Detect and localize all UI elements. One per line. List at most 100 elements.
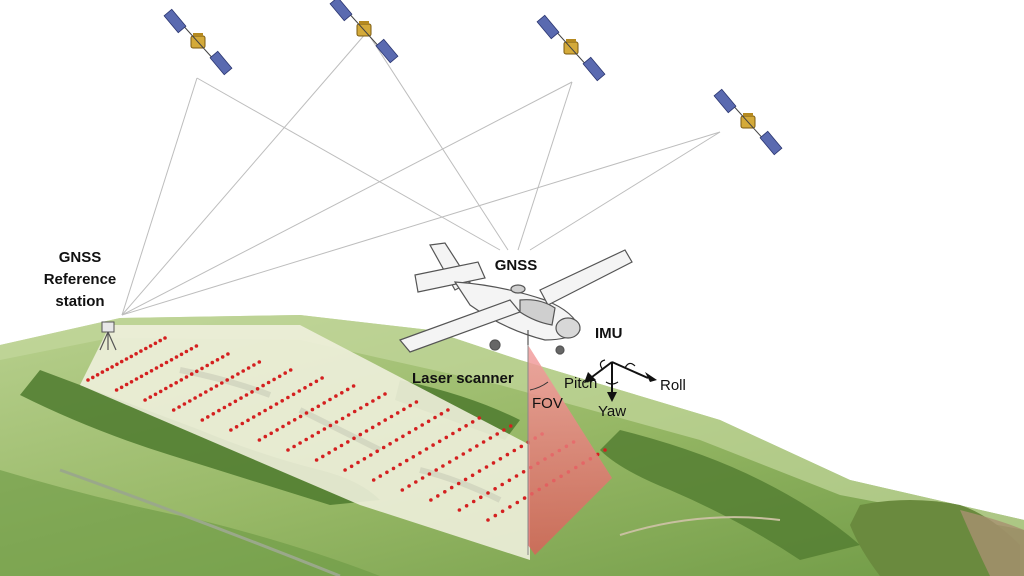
scan-point: [322, 427, 327, 431]
scan-point: [275, 428, 279, 432]
scan-point: [244, 393, 249, 397]
scan-point: [246, 418, 250, 423]
scan-point: [100, 370, 105, 374]
scan-point: [400, 488, 405, 492]
scan-point: [377, 395, 381, 400]
scan-point: [481, 440, 486, 444]
scan-point: [91, 375, 95, 380]
scan-point: [451, 431, 455, 436]
scan-point: [189, 347, 194, 351]
scan-point: [364, 429, 369, 433]
scan-point: [401, 434, 405, 439]
scan-point: [383, 418, 388, 422]
scan-point: [385, 470, 389, 475]
scan-point: [134, 377, 139, 381]
scan-point: [143, 398, 147, 402]
scan-point: [169, 383, 173, 388]
scan-point: [129, 354, 134, 359]
scan-point: [477, 416, 482, 420]
scan-point: [454, 456, 459, 460]
scan-point: [431, 443, 435, 447]
scan-point: [316, 430, 321, 435]
tripod-antenna-icon: [99, 321, 117, 351]
label-laser-scanner: Laser scanner: [412, 370, 514, 387]
satellite-signal-lines: [121, 31, 721, 316]
scan-point: [124, 357, 129, 361]
scan-point: [420, 423, 425, 427]
scan-point: [236, 372, 240, 376]
scan-point: [441, 464, 445, 468]
scan-point: [226, 352, 230, 356]
scan-point: [328, 397, 332, 402]
scan-point: [149, 369, 154, 373]
satellite-icon: [713, 88, 783, 156]
label-pitch: Pitch: [564, 375, 597, 392]
airplane-icon: [398, 242, 633, 355]
scan-point: [144, 346, 148, 351]
label-imu: IMU: [595, 325, 623, 342]
label-reference-station-line2: Reference: [44, 271, 117, 288]
scan-point: [507, 478, 512, 483]
scan-point: [182, 402, 187, 406]
scan-point: [394, 438, 399, 442]
label-reference-station-line3: station: [55, 293, 104, 310]
scan-point: [154, 366, 159, 370]
scan-point: [414, 480, 418, 484]
scan-point: [220, 381, 224, 385]
scan-point: [266, 380, 271, 385]
scan-point: [340, 416, 345, 421]
label-roll: Roll: [660, 377, 686, 394]
scan-point: [461, 452, 466, 456]
scan-point: [365, 402, 369, 407]
scan-point: [124, 382, 129, 387]
scan-point: [211, 412, 216, 416]
scan-point: [486, 491, 490, 495]
scan-point: [314, 379, 319, 384]
label-reference-station-line1: GNSS: [59, 249, 102, 266]
scan-point: [521, 470, 526, 474]
scan-point: [177, 405, 181, 409]
scan-point: [333, 447, 338, 451]
scan-point: [408, 403, 413, 408]
scan-point: [263, 408, 267, 413]
scan-point: [444, 435, 449, 440]
scan-point: [388, 442, 392, 446]
scan-point: [195, 369, 199, 374]
scan-point: [426, 419, 431, 424]
scan-point: [214, 384, 219, 388]
scan-point: [321, 454, 325, 459]
scan-point: [383, 392, 387, 396]
scan-point: [184, 349, 189, 354]
scan-point: [286, 448, 290, 452]
scan-point: [250, 390, 254, 394]
scan-point: [194, 344, 199, 348]
scan-point: [114, 388, 119, 392]
scan-point: [470, 420, 475, 424]
scan-point: [456, 481, 461, 486]
scan-point: [240, 421, 245, 426]
scan-point: [163, 336, 167, 340]
scan-point: [210, 360, 215, 365]
scan-point: [352, 436, 356, 441]
scan-point: [351, 384, 356, 388]
scan-point: [174, 355, 179, 359]
label-yaw: Yaw: [598, 403, 626, 420]
scan-point: [304, 411, 309, 415]
scan-point: [184, 375, 189, 379]
scan-point: [257, 360, 262, 364]
scan-point: [449, 485, 454, 490]
scan-point: [164, 360, 169, 365]
scan-point: [433, 415, 437, 420]
scan-point: [346, 440, 350, 444]
scan-point: [298, 414, 303, 419]
scan-point: [439, 412, 444, 416]
scan-point: [404, 458, 409, 463]
scan-point: [468, 448, 472, 452]
scan-point: [298, 441, 302, 445]
scan-point: [398, 462, 402, 467]
scan-point: [119, 359, 124, 364]
scan-point: [304, 437, 309, 442]
scan-point: [110, 365, 114, 369]
scan-point: [139, 374, 144, 379]
scan-point: [234, 425, 239, 429]
